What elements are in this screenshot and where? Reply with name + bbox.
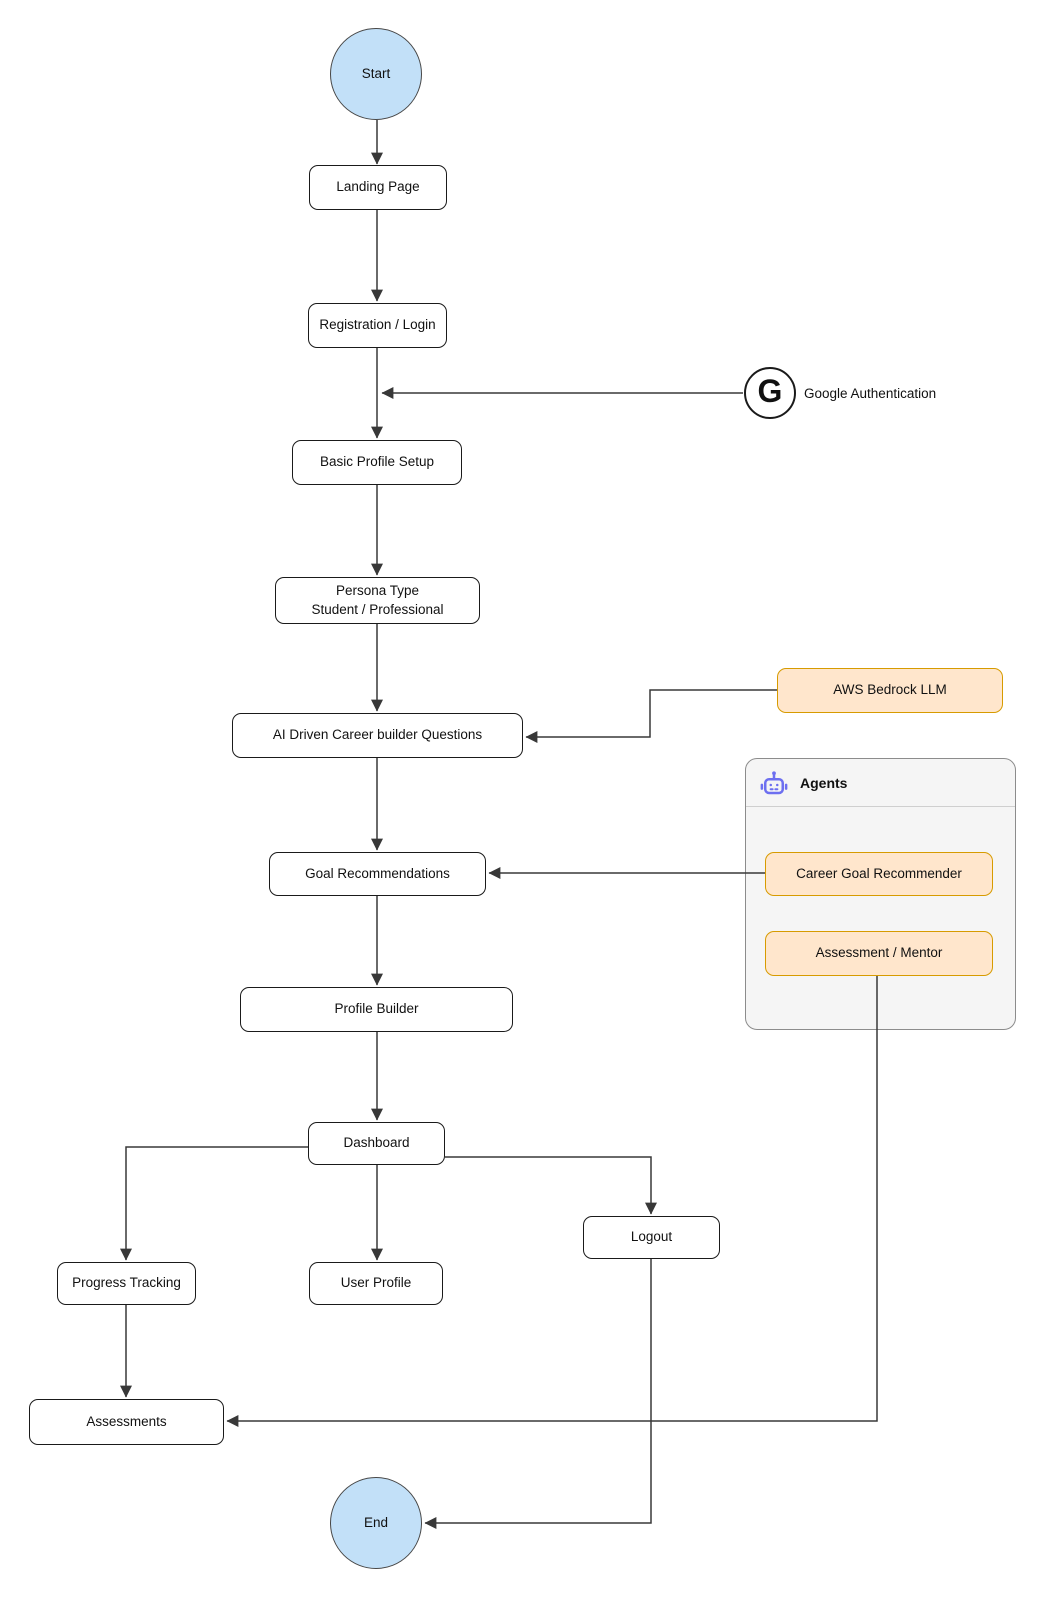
career-goal-recommender-label: Career Goal Recommender: [796, 865, 962, 881]
node-profile-builder: Profile Builder: [240, 987, 513, 1032]
goal-recommendations-label: Goal Recommendations: [305, 865, 450, 881]
profile-builder-label: Profile Builder: [334, 1001, 419, 1017]
google-icon: G: [744, 367, 796, 419]
agents-panel-title: Agents: [800, 774, 848, 791]
user-profile-label: User Profile: [340, 1275, 412, 1291]
node-start: Start: [330, 28, 422, 120]
ai-driven-questions-label: AI Driven Career builder Questions: [272, 727, 483, 743]
landing-page-label: Landing Page: [336, 179, 420, 195]
node-persona-type: Persona Type Student / Professional: [275, 577, 480, 624]
node-assessment-mentor: Assessment / Mentor: [765, 931, 993, 976]
robot-icon: [759, 768, 789, 798]
google-auth-label: Google Authentication: [804, 386, 937, 401]
assessment-mentor-label: Assessment / Mentor: [815, 945, 943, 961]
start-label: Start: [361, 65, 391, 81]
node-goal-recommendations: Goal Recommendations: [269, 852, 486, 896]
node-logout: Logout: [583, 1216, 720, 1259]
logout-label: Logout: [630, 1229, 673, 1245]
node-progress-tracking: Progress Tracking: [57, 1262, 196, 1305]
aws-bedrock-llm-label: AWS Bedrock LLM: [833, 682, 947, 698]
node-basic-profile-setup: Basic Profile Setup: [292, 440, 462, 485]
edge-logout-end: [424, 1259, 652, 1529]
edge-dashboard-progress-tracking: [120, 1146, 308, 1261]
dashboard-label: Dashboard: [343, 1135, 410, 1151]
persona-type-label: Persona Type Student / Professional: [311, 583, 444, 617]
edge-aws-ai-questions: [525, 689, 777, 743]
assessments-label: Assessments: [86, 1413, 167, 1429]
progress-tracking-label: Progress Tracking: [72, 1275, 181, 1291]
node-dashboard: Dashboard: [308, 1122, 445, 1165]
node-landing-page: Landing Page: [309, 165, 447, 210]
node-career-goal-recommender: Career Goal Recommender: [765, 852, 993, 896]
google-icon-glyph: G: [757, 373, 783, 409]
node-end: End: [330, 1477, 422, 1569]
end-label: End: [363, 1514, 389, 1530]
node-aws-bedrock-llm: AWS Bedrock LLM: [777, 668, 1003, 713]
node-registration-login: Registration / Login: [308, 303, 447, 348]
node-ai-driven-questions: AI Driven Career builder Questions: [232, 713, 523, 758]
agents-panel-header: Agents: [746, 759, 1015, 807]
node-user-profile: User Profile: [309, 1262, 443, 1305]
edge-assessment-mentor-assessments: [226, 976, 878, 1427]
node-assessments: Assessments: [29, 1399, 224, 1445]
basic-profile-setup-label: Basic Profile Setup: [319, 454, 435, 470]
edge-dashboard-logout: [445, 1156, 657, 1215]
registration-login-label: Registration / Login: [319, 317, 436, 333]
